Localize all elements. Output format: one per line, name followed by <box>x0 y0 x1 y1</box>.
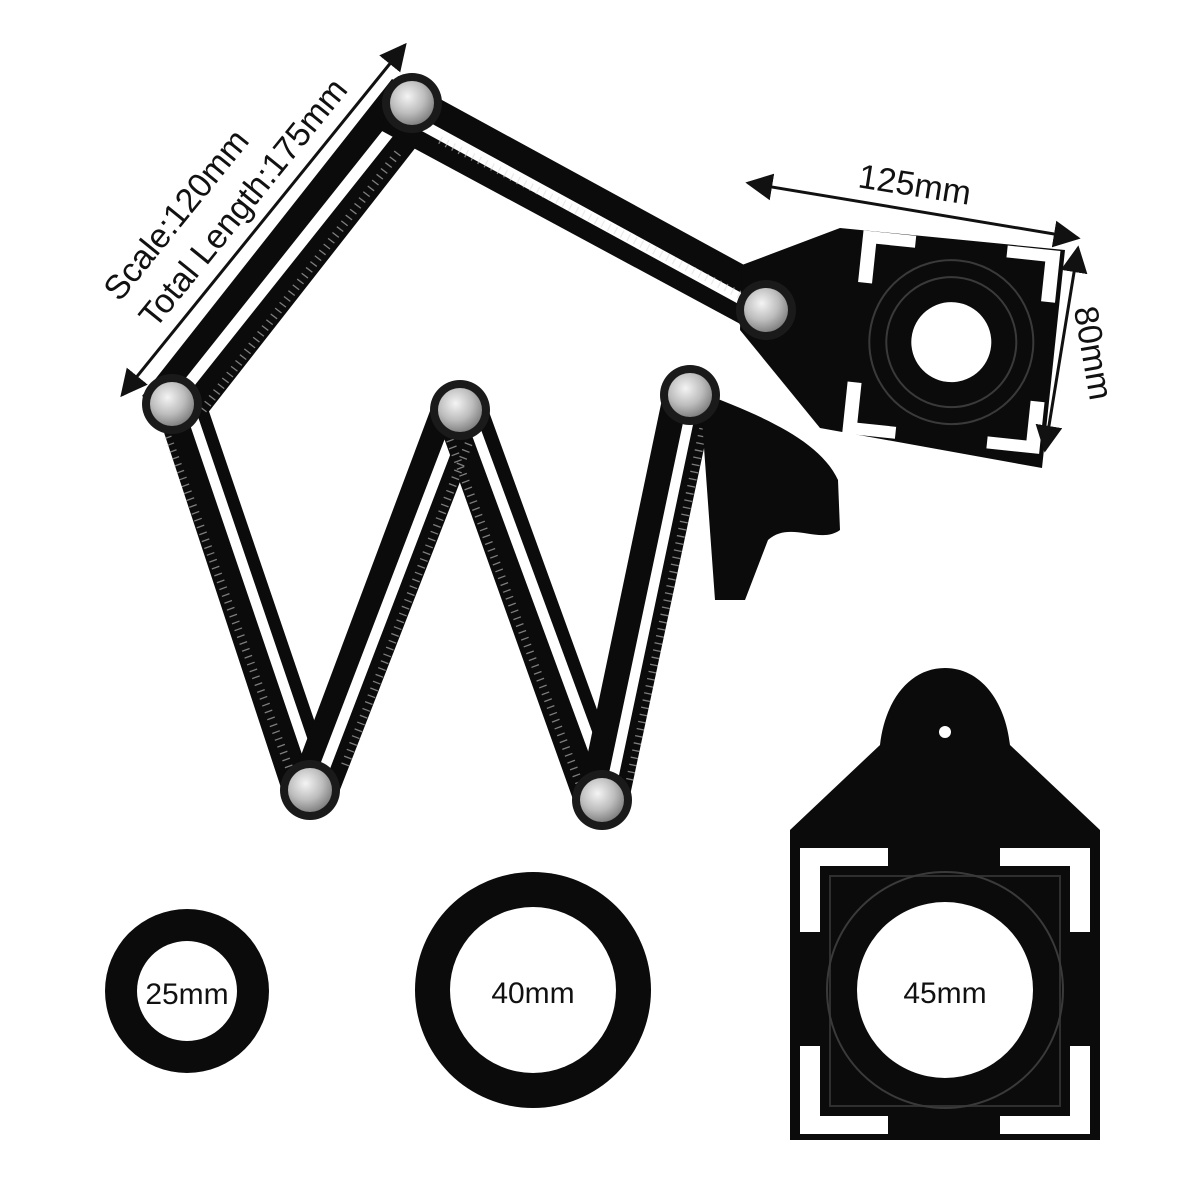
ruler-arm-top <box>380 76 790 340</box>
template-height-label: 80mm <box>1066 303 1120 403</box>
ring-small <box>105 909 269 1073</box>
ring-medium <box>415 872 651 1108</box>
knob-icon <box>430 380 490 440</box>
knob-icon <box>280 760 340 820</box>
ruler-arm-w4 <box>578 385 716 805</box>
ring-medium-label: 40mm <box>491 977 574 1010</box>
knob-icon <box>572 770 632 830</box>
ruler-arm-w1 <box>150 385 338 800</box>
knob-icon <box>736 280 796 340</box>
dimension-arrow-width <box>745 173 1081 248</box>
plate-large-label: 45mm <box>903 977 986 1010</box>
knob-icon <box>660 365 720 425</box>
angle-ruler <box>142 73 1065 830</box>
ruler-arm-w2 <box>288 395 488 800</box>
ring-small-label: 25mm <box>145 978 228 1011</box>
knob-icon <box>142 374 202 434</box>
knob-icon <box>382 73 442 133</box>
dimension-arrow-height <box>1035 245 1088 453</box>
template-plate-large <box>790 668 1100 1140</box>
ruler-fin <box>700 392 840 600</box>
dimension-arrow-diagonal <box>120 42 407 398</box>
tile-template <box>740 228 1065 468</box>
ruler-arm-w3 <box>434 398 628 805</box>
